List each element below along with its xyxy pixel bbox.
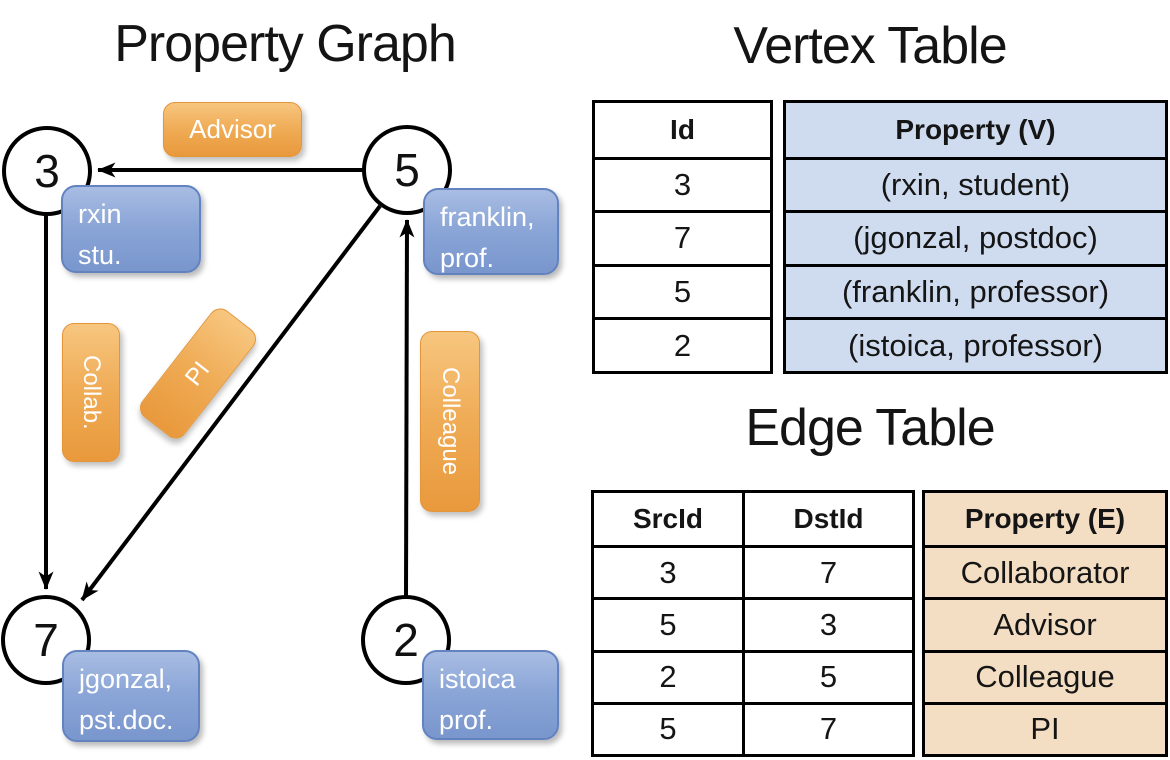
edge-label-text: Advisor bbox=[189, 114, 276, 144]
vertex-property-cell: (franklin, professor) bbox=[841, 274, 1110, 310]
edge-label-text: Colleague bbox=[437, 367, 464, 476]
node-property-label-franklin: franklin, prof. bbox=[423, 188, 559, 275]
node-property-label-rxin: rxin stu. bbox=[61, 185, 201, 273]
edge-dstid-cell: 7 bbox=[742, 704, 912, 754]
edge-table: SrcId DstId 3 7 5 3 2 5 5 7 Property (E)… bbox=[591, 490, 1168, 757]
vertex-id-cell: 2 bbox=[673, 327, 692, 363]
edge-table-id-columns: SrcId DstId 3 7 5 3 2 5 5 7 bbox=[591, 490, 915, 757]
edge-label-collab: Collab. bbox=[62, 323, 120, 462]
property-graph-title: Property Graph bbox=[114, 15, 457, 73]
node-id-label: 7 bbox=[33, 614, 59, 666]
node-id-label: 5 bbox=[394, 144, 420, 196]
property-line: istoica bbox=[439, 664, 516, 694]
edge-table-header-property: Property (E) bbox=[964, 503, 1126, 535]
edge-property-cell: Advisor bbox=[993, 606, 1097, 642]
vertex-id-cell: 5 bbox=[673, 274, 692, 310]
edge-label-advisor: Advisor bbox=[163, 102, 302, 157]
property-line: stu. bbox=[78, 239, 122, 270]
edge-property-cell: PI bbox=[1030, 711, 1060, 747]
edge-srcid-cell: 5 bbox=[659, 606, 677, 642]
edge-table-header-srcid: SrcId bbox=[632, 503, 704, 535]
edge-dstid-cell: 5 bbox=[742, 652, 912, 702]
vertex-table-property-column: Property (V) (rxin, student) (jgonzal, p… bbox=[783, 100, 1168, 374]
vertex-table-header-id: Id bbox=[670, 113, 695, 145]
node-id-label: 2 bbox=[393, 614, 419, 666]
graph-node-2: 2 bbox=[361, 595, 451, 685]
vertex-table-id-column: Id 3 7 5 2 bbox=[592, 100, 773, 374]
edge-label-text: Collab. bbox=[78, 355, 105, 430]
property-line: prof. bbox=[439, 704, 494, 735]
node-property-label-istoica: istoica prof. bbox=[422, 650, 559, 740]
property-line: rxin bbox=[78, 199, 122, 229]
vertex-property-cell: (jgonzal, postdoc) bbox=[853, 220, 1098, 256]
property-line: pst.doc. bbox=[79, 704, 174, 735]
edge-table-property-column: Property (E) Collaborator Advisor Collea… bbox=[922, 490, 1168, 757]
edge-srcid-cell: 2 bbox=[659, 659, 677, 695]
edge-table-title: Edge Table bbox=[745, 399, 995, 457]
edge-label-text: PI bbox=[179, 355, 216, 391]
vertex-id-cell: 3 bbox=[673, 166, 692, 202]
vertex-table-header-property: Property (V) bbox=[895, 113, 1056, 145]
vertex-id-cell: 7 bbox=[673, 220, 692, 256]
property-line: jgonzal, bbox=[79, 664, 173, 694]
node-property-label-jgonzal: jgonzal, pst.doc. bbox=[62, 650, 200, 742]
edge-srcid-cell: 5 bbox=[659, 711, 677, 747]
edge-property-cell: Collaborator bbox=[960, 554, 1130, 590]
property-line: prof. bbox=[440, 242, 495, 273]
vertex-table: Id 3 7 5 2 Property (V) (rxin, student) … bbox=[592, 100, 1168, 374]
edge-table-header-dstid: DstId bbox=[742, 493, 912, 546]
vertex-table-title: Vertex Table bbox=[733, 17, 1007, 75]
edge-label-colleague: Colleague bbox=[420, 331, 480, 512]
edge-arrow-5-to-7 bbox=[80, 204, 382, 602]
property-line: franklin, bbox=[440, 202, 535, 232]
edge-srcid-cell: 3 bbox=[659, 554, 677, 590]
edge-arrow-2-to-5 bbox=[399, 219, 415, 597]
graph-node-5: 5 bbox=[362, 125, 452, 215]
edge-dstid-cell: 3 bbox=[742, 600, 912, 650]
edge-property-cell: Colleague bbox=[975, 659, 1115, 695]
node-id-label: 3 bbox=[34, 145, 60, 197]
graph-edges-canvas bbox=[38, 162, 415, 602]
vertex-property-cell: (istoica, professor) bbox=[848, 327, 1103, 363]
edge-dstid-cell: 7 bbox=[742, 548, 912, 598]
vertex-property-cell: (rxin, student) bbox=[880, 166, 1071, 202]
